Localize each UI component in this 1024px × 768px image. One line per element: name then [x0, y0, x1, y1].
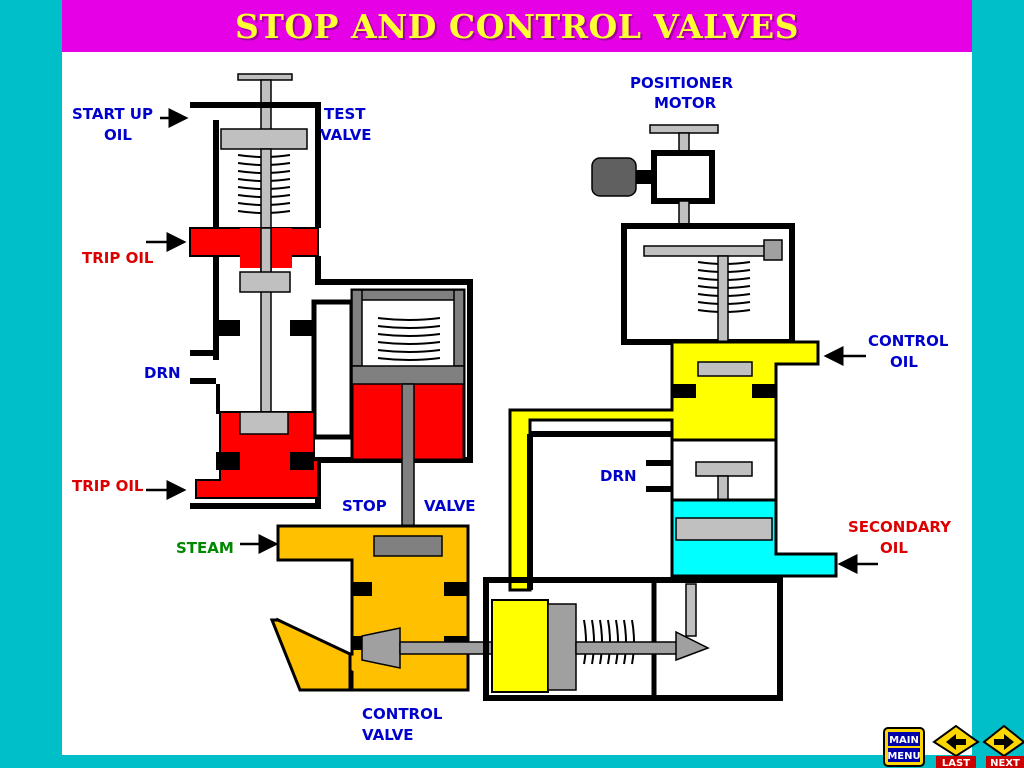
label-secondary-oil-line2: OIL [880, 539, 908, 557]
label-steam: STEAM [176, 539, 234, 557]
flow-arrows [146, 108, 878, 574]
label-start-up-oil-line1: START UP [72, 105, 153, 123]
main-menu-button[interactable]: MAIN MENU [883, 727, 925, 767]
next-label: NEXT [990, 758, 1020, 768]
label-trip-oil-top: TRIP OIL [82, 249, 154, 267]
last-button[interactable]: LAST [932, 724, 980, 768]
main-menu-label-1: MAIN [889, 735, 919, 746]
last-label: LAST [942, 758, 970, 768]
label-positioner-motor-line2: MOTOR [654, 94, 717, 112]
label-start-up-oil-line2: OIL [104, 126, 132, 144]
label-stop-valve-line1: STOP [342, 497, 387, 515]
test-valve-assembly [189, 73, 473, 509]
label-test-valve-line2: VALVE [320, 126, 372, 144]
label-stop-valve-line2: VALVE [424, 497, 476, 515]
diagram-labels: START UP OIL TEST VALVE TRIP OIL DRN TRI… [72, 74, 952, 744]
label-trip-oil-bottom: TRIP OIL [72, 477, 144, 495]
label-test-valve-line1: TEST [324, 105, 366, 123]
label-positioner-motor-line1: POSITIONER [630, 74, 733, 92]
stop-valve-actuator [350, 288, 466, 539]
label-secondary-oil-line1: SECONDARY [848, 518, 952, 536]
main-menu-label-2: MENU [887, 751, 920, 762]
positioner-assembly [483, 124, 838, 701]
next-button[interactable]: NEXT [982, 724, 1024, 768]
label-drn-right: DRN [600, 467, 637, 485]
label-control-oil-line1: CONTROL [868, 332, 949, 350]
stop-valve-spring [377, 317, 441, 361]
title-bar: STOP AND CONTROL VALVES [62, 0, 972, 52]
left-arrow-icon [946, 734, 966, 750]
label-control-valve-line1: CONTROL [362, 705, 443, 723]
positioner-motor-icon [591, 157, 637, 197]
label-control-oil-line2: OIL [890, 353, 918, 371]
right-arrow-icon [994, 734, 1014, 750]
label-control-valve-line2: VALVE [362, 726, 414, 744]
label-drn-left: DRN [144, 364, 181, 382]
page-title: STOP AND CONTROL VALVES [235, 6, 799, 46]
